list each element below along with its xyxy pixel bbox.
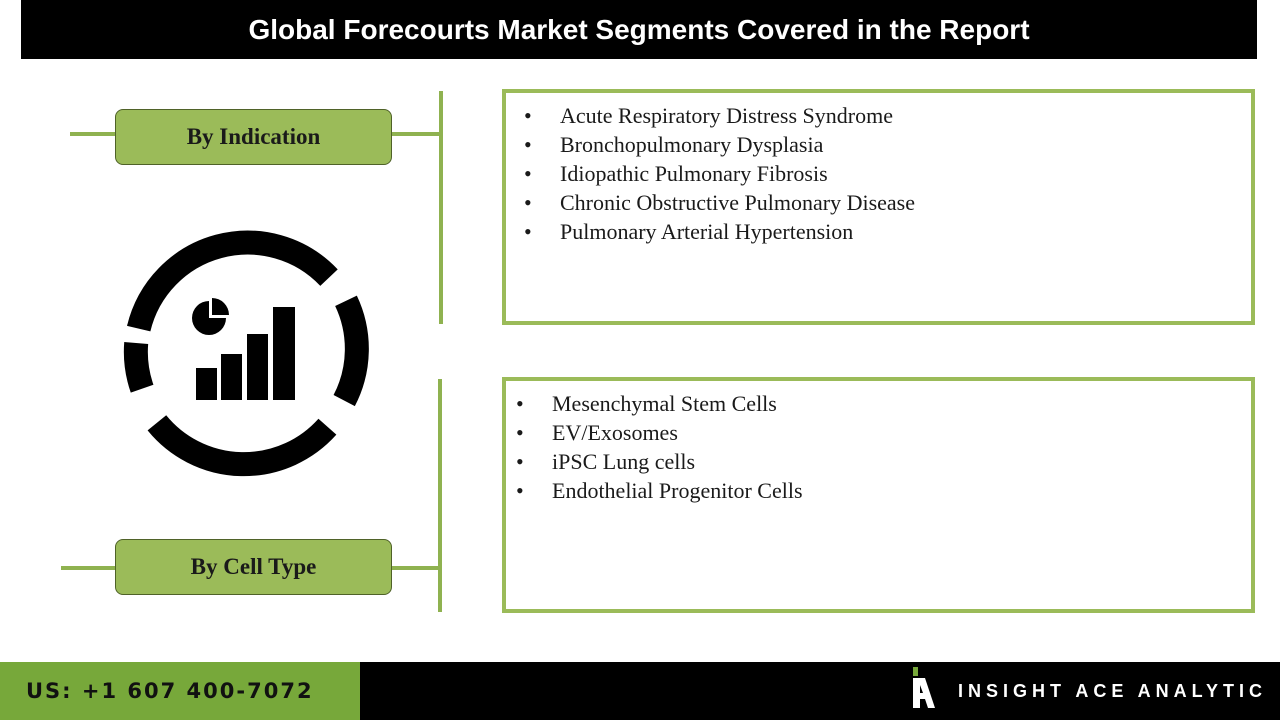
list-item: • Bronchopulmonary Dysplasia bbox=[524, 130, 915, 159]
list-item-text: Chronic Obstructive Pulmonary Disease bbox=[560, 190, 915, 215]
list-item: • EV/Exosomes bbox=[516, 418, 803, 447]
bullet-icon: • bbox=[516, 420, 524, 445]
bullet-icon: • bbox=[524, 103, 532, 128]
footer-brand-bar: INSIGHT ACE ANALYTIC bbox=[360, 662, 1280, 720]
bullet-icon: • bbox=[516, 478, 524, 503]
connector-vertical-indication bbox=[439, 91, 443, 324]
indication-list: • Acute Respiratory Distress Syndrome • Br… bbox=[524, 101, 915, 246]
segment-label-cell-type: By Cell Type bbox=[115, 539, 392, 595]
connector-left-indication bbox=[70, 132, 116, 136]
list-item: • Endothelial Progenitor Cells bbox=[516, 476, 803, 505]
bullet-icon: • bbox=[524, 132, 532, 157]
connector-left-cell-type bbox=[61, 566, 116, 570]
footer-phone: US: +1 607 400-7072 bbox=[0, 662, 360, 720]
list-item: • Idiopathic Pulmonary Fibrosis bbox=[524, 159, 915, 188]
connector-vertical-cell-type bbox=[438, 379, 442, 612]
list-item: • Acute Respiratory Distress Syndrome bbox=[524, 101, 915, 130]
list-item-text: Pulmonary Arterial Hypertension bbox=[560, 219, 854, 244]
cell-type-list: • Mesenchymal Stem Cells • EV/Exosomes • iP… bbox=[516, 389, 803, 505]
list-item: • Chronic Obstructive Pulmonary Disease bbox=[524, 188, 915, 217]
list-item: • Pulmonary Arterial Hypertension bbox=[524, 217, 915, 246]
bullet-icon: • bbox=[524, 219, 532, 244]
list-item-text: EV/Exosomes bbox=[552, 420, 678, 445]
bullet-icon: • bbox=[516, 449, 524, 474]
segment-box-indication: • Acute Respiratory Distress Syndrome • Br… bbox=[502, 89, 1255, 325]
footer-brand-name: INSIGHT ACE ANALYTIC bbox=[958, 680, 1268, 701]
list-item: • iPSC Lung cells bbox=[516, 447, 803, 476]
bullet-icon: • bbox=[524, 190, 532, 215]
chart-in-ring-icon bbox=[120, 228, 372, 480]
segment-label-indication: By Indication bbox=[115, 109, 392, 165]
list-item-text: Mesenchymal Stem Cells bbox=[552, 391, 777, 416]
bullet-icon: • bbox=[516, 391, 524, 416]
segment-box-cell-type: • Mesenchymal Stem Cells • EV/Exosomes • iP… bbox=[502, 377, 1255, 613]
connector-right-indication bbox=[391, 132, 442, 136]
bullet-icon: • bbox=[524, 161, 532, 186]
page-title: Global Forecourts Market Segments Covere… bbox=[21, 0, 1257, 59]
list-item-text: Idiopathic Pulmonary Fibrosis bbox=[560, 161, 828, 186]
connector-right-cell-type bbox=[391, 566, 441, 570]
list-item-text: Acute Respiratory Distress Syndrome bbox=[560, 103, 893, 128]
list-item-text: Bronchopulmonary Dysplasia bbox=[560, 132, 824, 157]
insight-ace-logo-icon bbox=[911, 664, 937, 712]
list-item-text: Endothelial Progenitor Cells bbox=[552, 478, 803, 503]
list-item: • Mesenchymal Stem Cells bbox=[516, 389, 803, 418]
list-item-text: iPSC Lung cells bbox=[552, 449, 696, 474]
